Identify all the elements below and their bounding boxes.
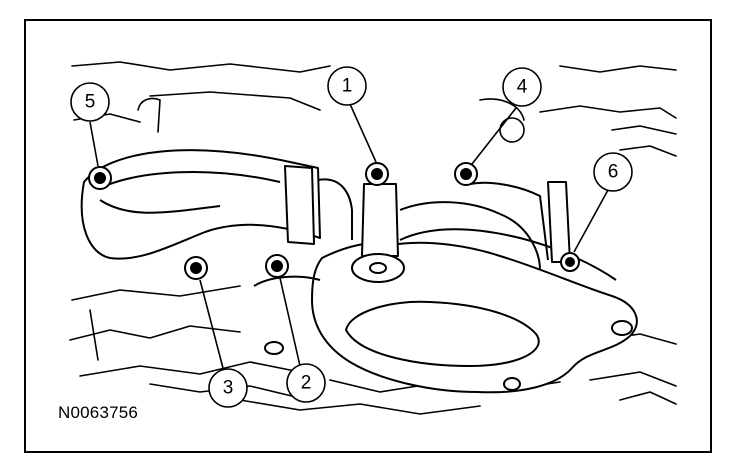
bolt-4-icon <box>454 162 478 186</box>
callout-4-label: 4 <box>517 77 528 98</box>
callout-2-label: 2 <box>301 373 312 394</box>
port-column <box>351 181 571 283</box>
bolt-3-icon <box>184 256 208 280</box>
bolt-2-icon <box>265 254 289 278</box>
callout-5-label: 5 <box>85 92 96 113</box>
bolt-5-icon <box>88 166 112 190</box>
manifold-runner <box>80 149 353 260</box>
callout-6-label: 6 <box>608 162 619 183</box>
callout-6: 6 <box>593 152 633 192</box>
callout-5: 5 <box>70 82 110 122</box>
callout-3: 3 <box>208 368 248 408</box>
figure-id-label: N0063756 <box>58 403 139 422</box>
callout-3-label: 3 <box>223 378 234 399</box>
callout-2: 2 <box>286 363 326 403</box>
bolts <box>88 162 580 280</box>
bolt-1-icon <box>365 162 389 186</box>
callout-4: 4 <box>502 67 542 107</box>
leader-lines <box>89 103 609 373</box>
callout-1-label: 1 <box>342 76 353 97</box>
bolt-6-icon <box>560 252 580 272</box>
callout-1: 1 <box>327 66 367 106</box>
